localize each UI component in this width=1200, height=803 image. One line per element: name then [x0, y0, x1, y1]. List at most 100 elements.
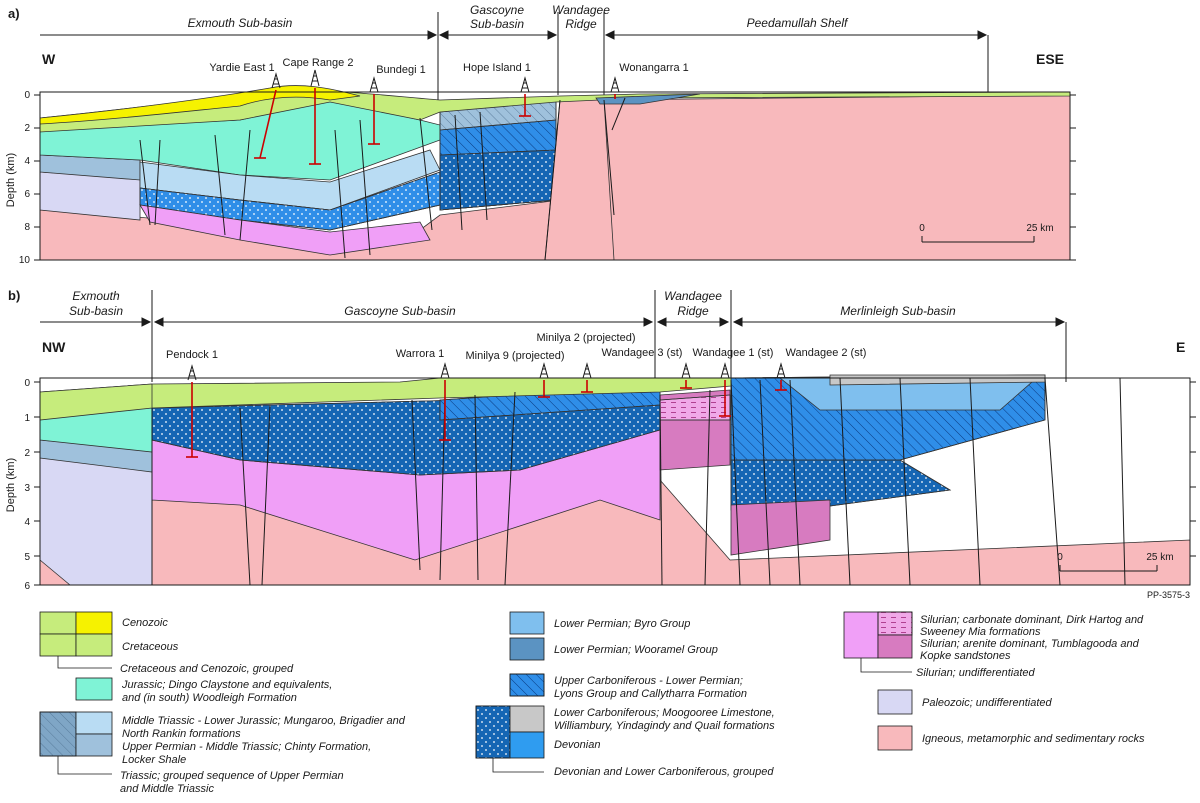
- panel-a: a) Exmouth Sub-basin Gascoyne Sub-basin …: [5, 3, 1076, 266]
- scale-b-start: 0: [1057, 552, 1063, 563]
- legend-igneous: Igneous, metamorphic and sedimentary roc…: [922, 733, 1145, 745]
- legend-sil-aren-1: Silurian; arenite dominant, Tumblagooda …: [920, 638, 1140, 650]
- well-bundegi-1: Bundegi 1: [376, 64, 426, 76]
- legend-trias-2: and Middle Triassic: [120, 783, 214, 795]
- swatch-paleozoic: [877, 689, 913, 715]
- region-gascoyne-l2: Sub-basin: [470, 17, 524, 31]
- tick-b-5: 5: [24, 552, 30, 563]
- dir-left-b: NW: [42, 339, 66, 355]
- panel-b: b) Exmouth Sub-basin Gascoyne Sub-basin …: [5, 288, 1196, 600]
- tick-b-2: 2: [24, 448, 30, 459]
- swatch-cenozoic: [75, 611, 113, 635]
- well-wandagee-1: Wandagee 1 (st): [693, 347, 774, 359]
- legend-midtri-2: North Rankin formations: [122, 728, 241, 740]
- panel-b-tag: b): [8, 288, 20, 303]
- well-wandagee-2: Wandagee 2 (st): [786, 347, 867, 359]
- well-minilya-2: Minilya 2 (projected): [536, 332, 635, 344]
- figure-id: PP-3575-3: [1147, 590, 1190, 600]
- region-wandagee-l2: Ridge: [565, 17, 597, 31]
- region-gascoyne-l1: Gascoyne: [470, 3, 524, 17]
- legend-moog-1: Lower Carboniferous; Moogooree Limestone…: [554, 707, 775, 719]
- swatch-devonian: [509, 731, 545, 759]
- tick-a-0: 0: [24, 90, 30, 101]
- region-b-exmouth-l1: Exmouth: [72, 289, 120, 303]
- well-icon: [187, 362, 786, 381]
- legend-cret-ceno: Cretaceous and Cenozoic, grouped: [120, 663, 294, 675]
- panel-a-wells: Yardie East 1 Cape Range 2 Bundegi 1 Hop…: [209, 57, 689, 165]
- well-wonangarra-1: Wonangarra 1: [619, 62, 689, 74]
- axis-label-a: Depth (km): [5, 153, 17, 207]
- panel-a-scale-bar: [921, 236, 1035, 243]
- panel-b-wells: Pendock 1 Warrora 1 Minilya 9 (projected…: [166, 332, 867, 458]
- legend-cenozoic: Cenozoic: [122, 617, 168, 629]
- well-cape-range-2: Cape Range 2: [283, 57, 354, 69]
- panel-b-section: [39, 374, 1191, 586]
- dir-right-b: E: [1176, 339, 1185, 355]
- panel-a-tag: a): [8, 6, 20, 21]
- panel-a-frame: [39, 91, 1071, 261]
- region-b-exmouth-l2: Sub-basin: [69, 304, 123, 318]
- legend-sil-aren-2: Kopke sandstones: [920, 650, 1011, 662]
- swatch-cretaceous: [75, 633, 113, 657]
- tick-b-6: 6: [24, 581, 30, 592]
- legend-wooramel: Lower Permian; Wooramel Group: [554, 644, 718, 656]
- swatch-cretaceous-grouped: [39, 611, 77, 635]
- swatch-mid-triassic: [75, 711, 113, 735]
- panel-a-region-bar: [40, 12, 989, 100]
- panel-b-region-bar: [40, 290, 1067, 382]
- legend-upperm-1: Upper Permian - Middle Triassic; Chinty …: [122, 741, 371, 753]
- legend-dev-carb: Devonian and Lower Carboniferous, groupe…: [554, 766, 774, 778]
- tick-a-10: 10: [19, 255, 31, 266]
- well-minilya-9: Minilya 9 (projected): [465, 350, 564, 362]
- tick-a-8: 8: [24, 222, 30, 233]
- well-pendock-1: Pendock 1: [166, 349, 218, 361]
- well-warrora-1: Warrora 1: [396, 348, 445, 360]
- well-icon: [271, 69, 620, 93]
- swatch-byro: [509, 611, 545, 635]
- swatch-silurian-undiff: [843, 611, 879, 659]
- legend-jurassic-2: and (in south) Woodleigh Formation: [122, 692, 297, 704]
- tick-b-4: 4: [24, 517, 30, 528]
- swatch-wooramel: [509, 637, 545, 661]
- panel-a-section: [39, 85, 1071, 261]
- legend-devonian: Devonian: [554, 739, 600, 751]
- region-b-wandagee-l2: Ridge: [677, 304, 709, 318]
- scale-a-start: 0: [919, 223, 925, 234]
- legend-cretaceous: Cretaceous: [122, 641, 179, 653]
- legend-sil-carb-1: Silurian; carbonate dominant, Dirk Harto…: [920, 614, 1144, 626]
- dir-right-a: ESE: [1036, 51, 1064, 67]
- legend-midtri-1: Middle Triassic - Lower Jurassic; Mungar…: [122, 715, 406, 727]
- legend-sil-undiff: Silurian; undifferentiated: [916, 667, 1036, 679]
- region-peedamullah: Peedamullah Shelf: [747, 16, 849, 30]
- legend-byro: Lower Permian; Byro Group: [554, 618, 690, 630]
- region-b-merlinleigh: Merlinleigh Sub-basin: [840, 304, 956, 318]
- panel-b-frame: [39, 377, 1191, 586]
- swatch-cret-left: [39, 633, 77, 657]
- tick-a-2: 2: [24, 123, 30, 134]
- legend-jurassic-1: Jurassic; Dingo Claystone and equivalent…: [121, 679, 332, 691]
- tick-a-4: 4: [24, 156, 30, 167]
- legend-lyons-1: Upper Carboniferous - Lower Permian;: [554, 675, 743, 687]
- panel-b-axis: Depth (km) 0 1 2 3 4 5 6: [5, 378, 30, 592]
- tick-b-1: 1: [24, 413, 30, 424]
- tick-b-0: 0: [24, 378, 30, 389]
- swatch-igneous: [877, 725, 913, 751]
- panel-b-scale-bar: [1059, 565, 1158, 572]
- well-yardie-east-1: Yardie East 1: [209, 62, 274, 74]
- region-wandagee-l1: Wandagee: [552, 3, 610, 17]
- scale-a-end: 25 km: [1026, 223, 1053, 234]
- legend-trias-1: Triassic; grouped sequence of Upper Perm…: [120, 770, 344, 782]
- legend-labels: Cenozoic Cretaceous Cretaceous and Cenoz…: [120, 614, 1145, 795]
- well-wandagee-3: Wandagee 3 (st): [602, 347, 683, 359]
- legend-sil-carb-2: Sweeney Mia formations: [920, 626, 1041, 638]
- well-hope-island-1: Hope Island 1: [463, 62, 531, 74]
- dir-left-a: W: [42, 51, 56, 67]
- panel-a-axis: Depth (km) 0 2 4 6 8 10: [5, 90, 30, 266]
- legend-moog-2: Williambury, Yindagindy and Quail format…: [554, 720, 775, 732]
- tick-a-6: 6: [24, 189, 30, 200]
- region-b-gascoyne: Gascoyne Sub-basin: [344, 304, 456, 318]
- axis-label-b: Depth (km): [5, 458, 17, 512]
- region-b-wandagee-l1: Wandagee: [664, 289, 722, 303]
- region-exmouth: Exmouth Sub-basin: [188, 16, 293, 30]
- swatch-moogooree: [509, 705, 545, 733]
